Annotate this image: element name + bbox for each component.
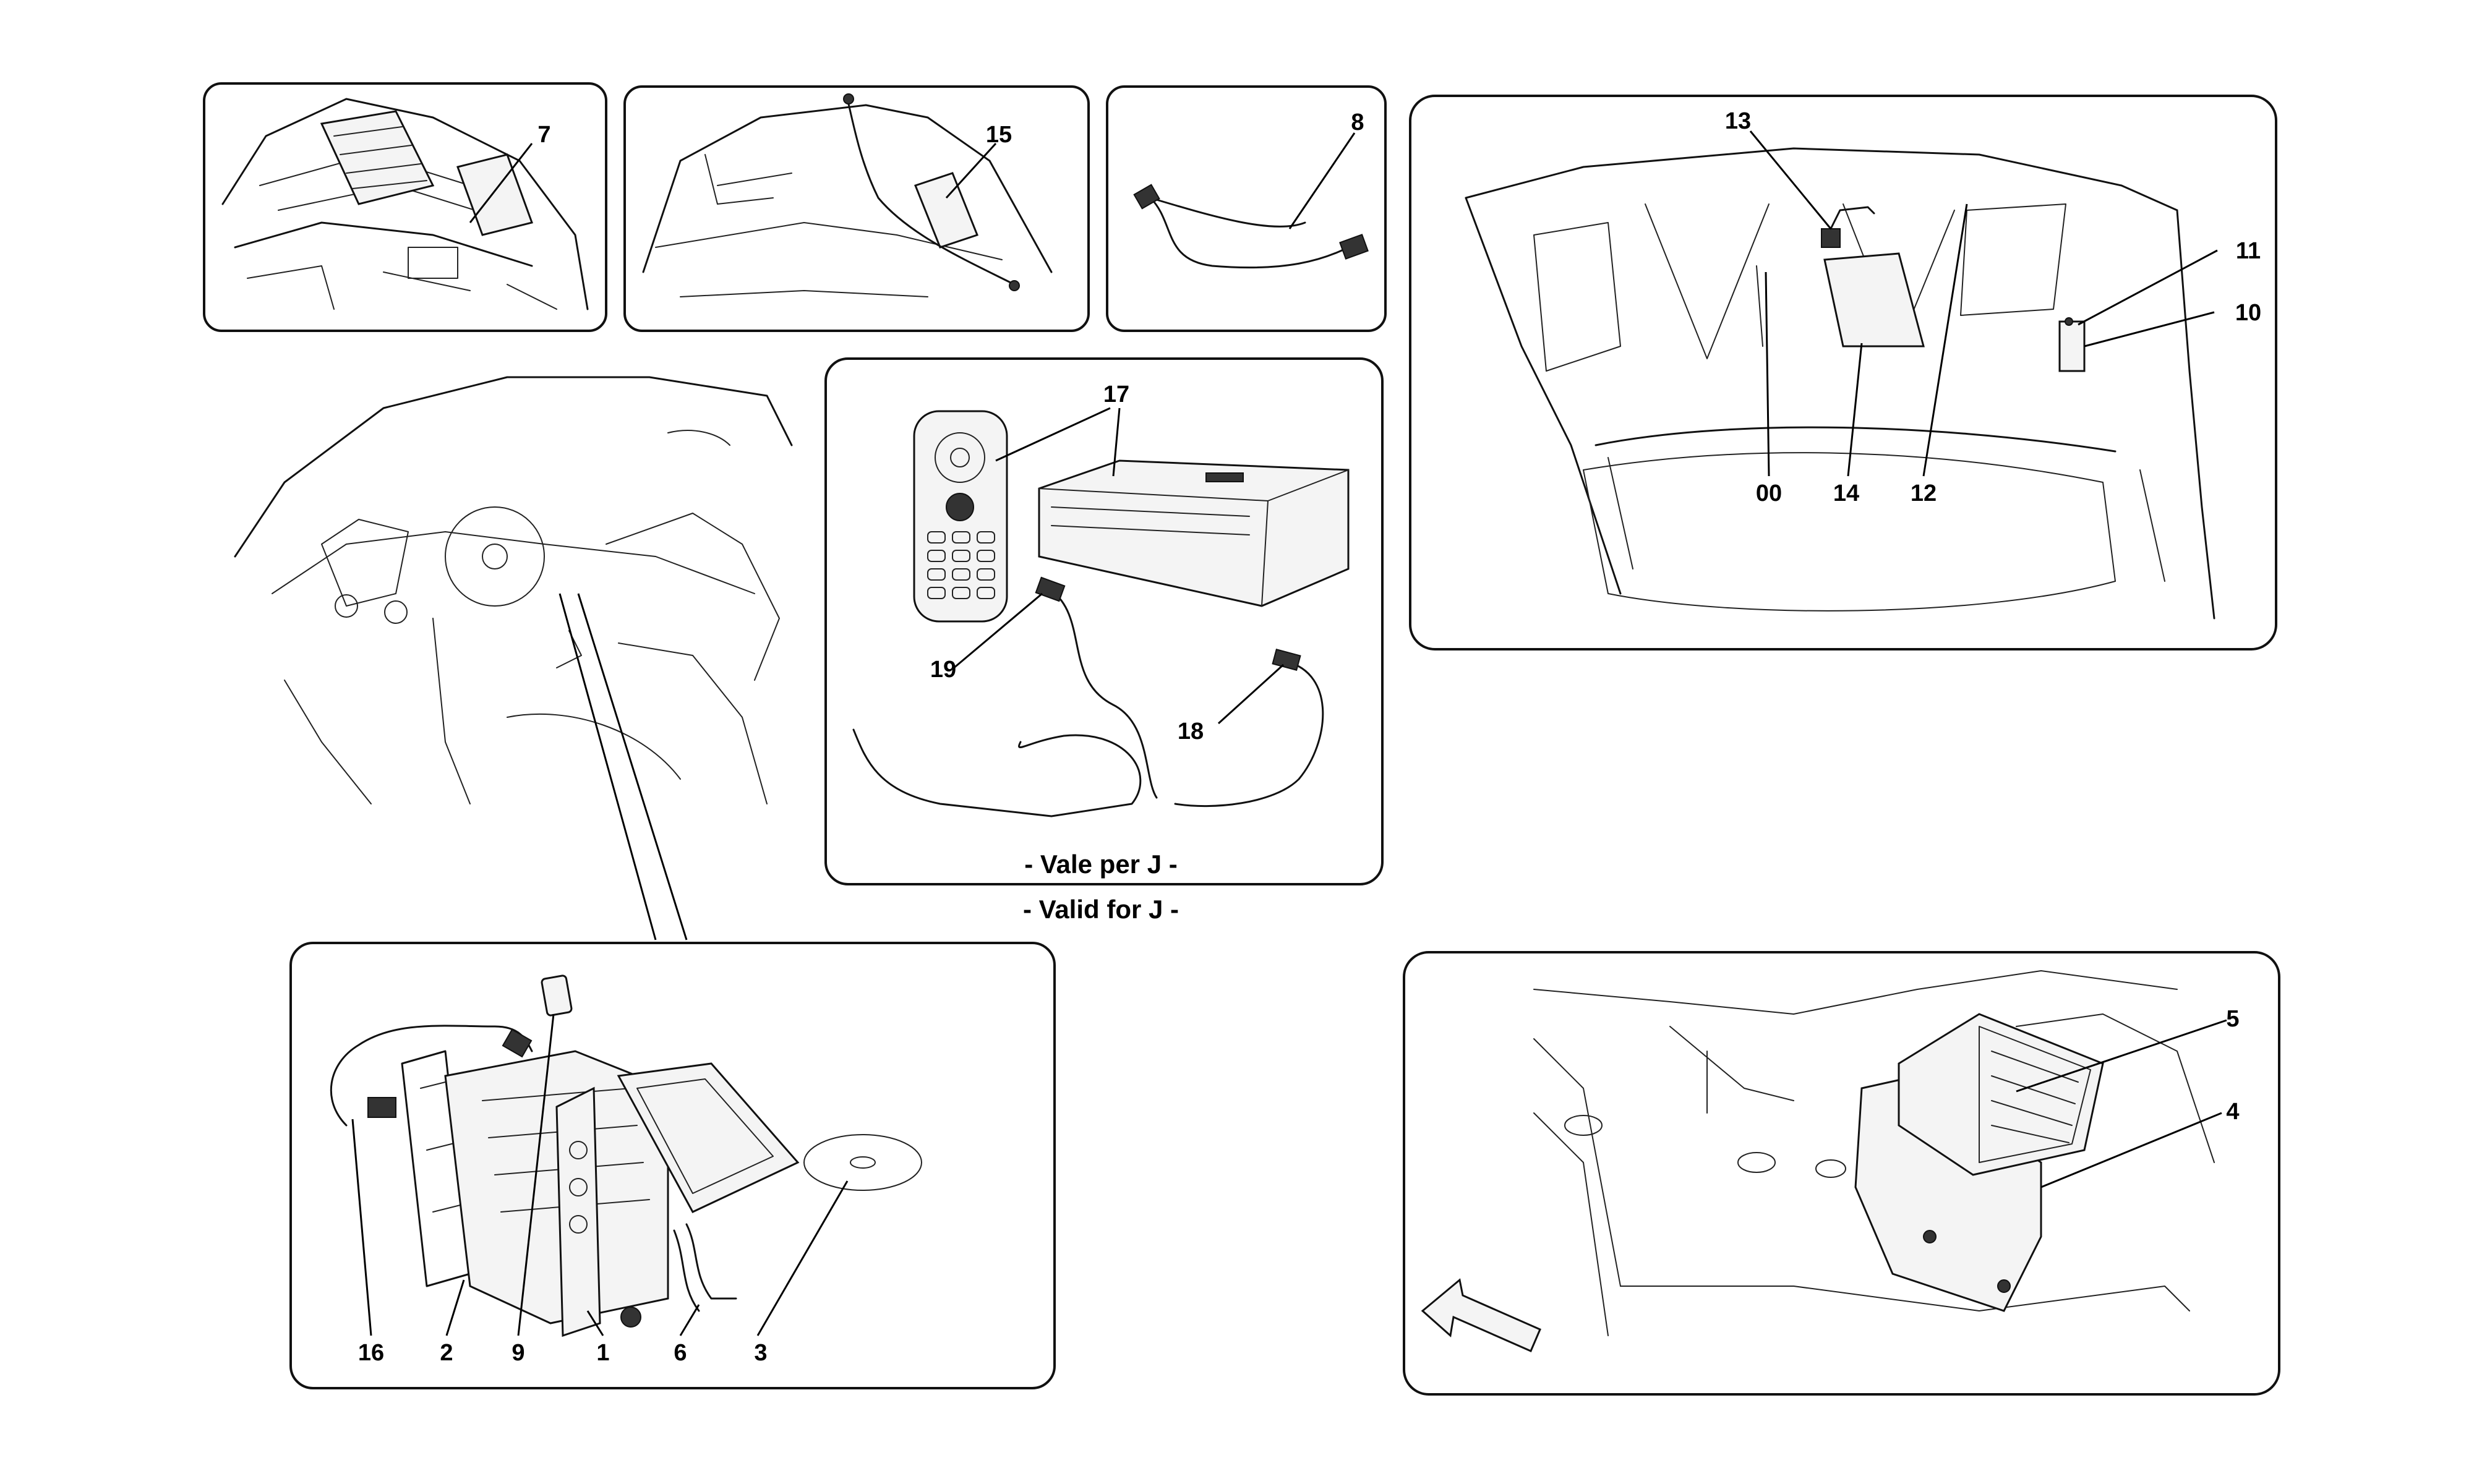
callout-15: 15 bbox=[986, 122, 1012, 148]
callout-18: 18 bbox=[1178, 719, 1204, 744]
callout-2: 2 bbox=[440, 1340, 453, 1366]
callout-5: 5 bbox=[2226, 1006, 2239, 1032]
callout-9: 9 bbox=[511, 1340, 524, 1366]
panel-dashboard-detail bbox=[203, 82, 607, 332]
validity-caption: - Vale per J - - Valid for J - bbox=[1023, 850, 1179, 924]
callout-16: 16 bbox=[358, 1340, 384, 1366]
caption-english: - Valid for J - bbox=[1023, 895, 1179, 924]
callout-12: 12 bbox=[1911, 480, 1937, 506]
leader-lines bbox=[351, 130, 2227, 1336]
callout-1: 1 bbox=[596, 1340, 609, 1366]
panel-cable-routing bbox=[623, 85, 1090, 332]
cabin-to-headunit-leader bbox=[559, 593, 688, 940]
callout-11: 11 bbox=[2236, 238, 2261, 264]
panel-usb-cable bbox=[1106, 85, 1387, 332]
panel-head-unit bbox=[289, 942, 1056, 1389]
callout-00: 00 bbox=[1756, 480, 1782, 506]
callout-4: 4 bbox=[2226, 1099, 2239, 1125]
callout-17: 17 bbox=[1103, 382, 1129, 407]
callout-13: 13 bbox=[1725, 108, 1751, 134]
arrow-icon bbox=[1421, 1278, 1541, 1352]
callout-19: 19 bbox=[930, 657, 956, 683]
callout-14: 14 bbox=[1833, 480, 1859, 506]
callout-6: 6 bbox=[674, 1340, 687, 1366]
caption-italian: - Vale per J - bbox=[1024, 850, 1177, 879]
callout-8: 8 bbox=[1351, 109, 1364, 135]
callout-7: 7 bbox=[537, 122, 550, 148]
panel-cabin-view bbox=[234, 376, 793, 804]
callout-10: 10 bbox=[2235, 300, 2261, 326]
panel-trunk-lid bbox=[1409, 95, 2277, 650]
panel-valid-for-j-kit bbox=[824, 357, 1384, 885]
panel-amplifier bbox=[1403, 951, 2280, 1396]
callout-3: 3 bbox=[754, 1340, 767, 1366]
callout-labels: 7 15 8 13 11 10 00 14 12 17 19 18 5 4 16… bbox=[358, 108, 2261, 1366]
